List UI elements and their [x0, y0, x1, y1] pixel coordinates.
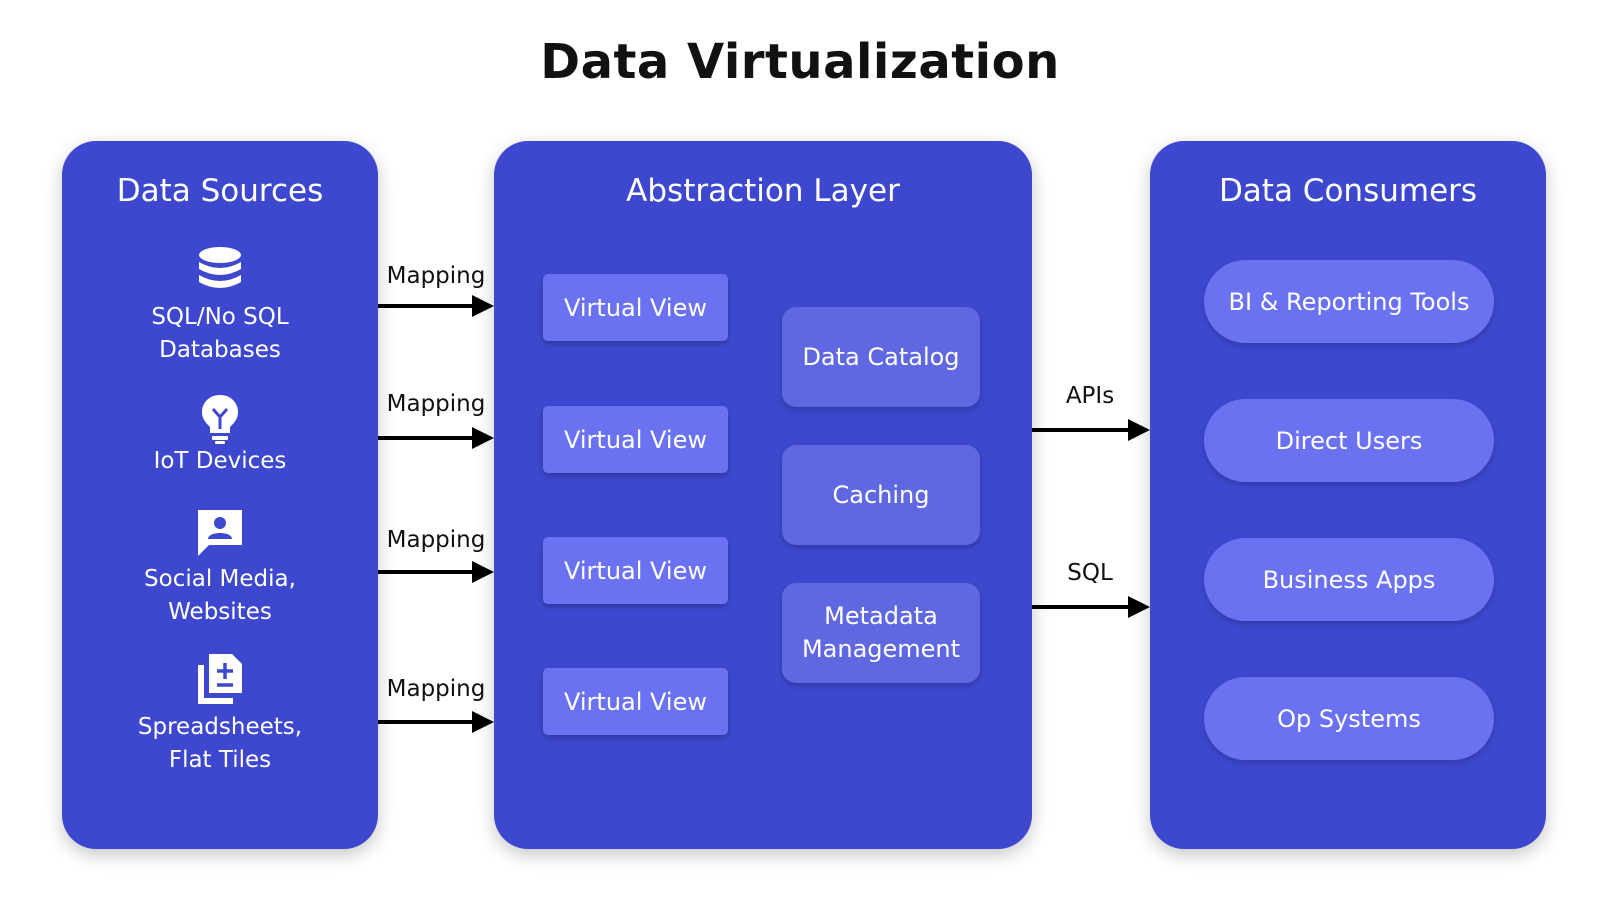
- mapping-arrow-2: [378, 427, 494, 449]
- data-catalog-box: Data Catalog: [782, 307, 980, 407]
- sql-arrow: [1032, 596, 1150, 618]
- abstraction-layer-title: Abstraction Layer: [626, 173, 900, 209]
- source-item-iot: IoT Devices: [62, 393, 378, 478]
- consumer-direct-users: Direct Users: [1204, 399, 1494, 482]
- consumer-bi-reporting: BI & Reporting Tools: [1204, 260, 1494, 343]
- lightbulb-icon: [202, 395, 238, 444]
- diagram-title: Data Virtualization: [540, 34, 1060, 90]
- user-chat-icon: [198, 510, 242, 556]
- sql-label: SQL: [1067, 560, 1113, 586]
- mapping-arrow-4: [378, 711, 494, 733]
- source-label-iot: IoT Devices: [153, 448, 287, 474]
- source-item-social: Social Media, Websites: [62, 507, 378, 629]
- source-item-spreadsheets: Spreadsheets, Flat Tiles: [62, 651, 378, 777]
- abstraction-layer-panel: Abstraction Layer Virtual View Virtual V…: [494, 141, 1032, 849]
- mapping-label-1: Mapping: [386, 263, 486, 289]
- mapping-arrow-3: [378, 561, 494, 583]
- caching-box: Caching: [782, 445, 980, 545]
- mapping-label-4: Mapping: [386, 676, 486, 702]
- virtual-view-2: Virtual View: [543, 406, 728, 473]
- mapping-label-3: Mapping: [386, 527, 486, 553]
- virtual-view-1: Virtual View: [543, 274, 728, 341]
- source-item-databases: SQL/No SQL Databases: [62, 245, 378, 367]
- virtual-view-4: Virtual View: [543, 668, 728, 735]
- metadata-management-box: Metadata Management: [782, 583, 980, 683]
- source-label-databases: SQL/No SQL Databases: [151, 304, 289, 363]
- source-label-social: Social Media, Websites: [144, 566, 296, 625]
- mapping-arrow-1: [378, 295, 494, 317]
- data-consumers-title: Data Consumers: [1218, 173, 1478, 209]
- consumer-business-apps: Business Apps: [1204, 538, 1494, 621]
- consumer-op-systems: Op Systems: [1204, 677, 1494, 760]
- data-sources-panel: Data Sources SQL/No SQL Databases IoT De…: [62, 141, 378, 849]
- apis-label: APIs: [1065, 383, 1115, 409]
- apis-arrow: [1032, 419, 1150, 441]
- data-sources-title: Data Sources: [116, 173, 324, 209]
- data-consumers-panel: Data Consumers BI & Reporting Tools Dire…: [1150, 141, 1546, 849]
- database-icon: [199, 247, 241, 288]
- file-stack-icon: [198, 654, 242, 704]
- mapping-label-2: Mapping: [386, 391, 486, 417]
- source-label-spreadsheets: Spreadsheets, Flat Tiles: [137, 714, 303, 773]
- virtual-view-3: Virtual View: [543, 537, 728, 604]
